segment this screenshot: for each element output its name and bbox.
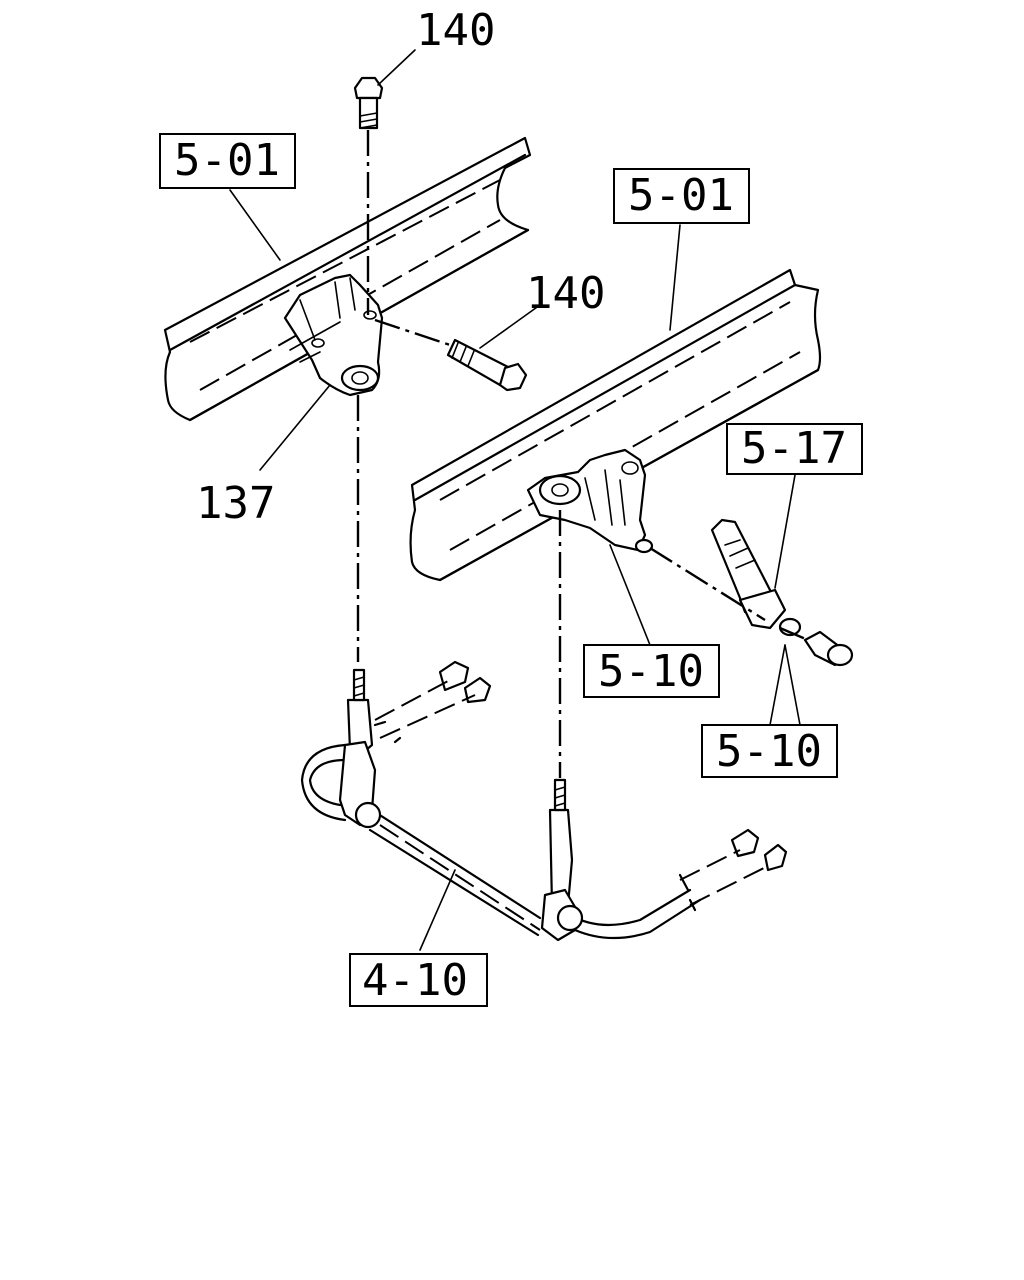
callout-text: 5-10 bbox=[716, 726, 822, 777]
washer-and-bolt bbox=[778, 617, 854, 667]
callout-text: 137 bbox=[196, 478, 275, 529]
bolt-140-top bbox=[353, 76, 384, 130]
callout-text: 5-01 bbox=[628, 170, 734, 221]
callout-box-5-10-bracket: 5-10 bbox=[583, 644, 720, 698]
callout-box-5-01-right: 5-01 bbox=[613, 168, 750, 224]
callout-137: 137 bbox=[196, 478, 275, 529]
assembly-lines bbox=[356, 130, 809, 778]
callout-box-5-01-left: 5-01 bbox=[159, 133, 296, 189]
link-bracket-5-17 bbox=[710, 518, 787, 630]
leader-lines bbox=[229, 49, 801, 951]
bracket-right bbox=[526, 448, 654, 554]
callout-box-5-17: 5-17 bbox=[726, 423, 863, 475]
bracket-137 bbox=[283, 273, 384, 397]
callout-text: 5-17 bbox=[741, 423, 847, 474]
callout-box-4-10: 4-10 bbox=[349, 953, 488, 1007]
callout-140-top: 140 bbox=[416, 5, 495, 56]
callout-text: 5-10 bbox=[598, 646, 704, 697]
callout-text: 5-01 bbox=[174, 135, 280, 186]
callout-text: 140 bbox=[416, 5, 495, 56]
stabilizer-bar bbox=[300, 660, 788, 942]
callout-text: 140 bbox=[526, 268, 605, 319]
callout-140-side: 140 bbox=[526, 268, 605, 319]
callout-box-5-10-bolt: 5-10 bbox=[701, 724, 838, 778]
callout-text: 4-10 bbox=[362, 955, 468, 1006]
bolt-140-side bbox=[446, 338, 528, 392]
